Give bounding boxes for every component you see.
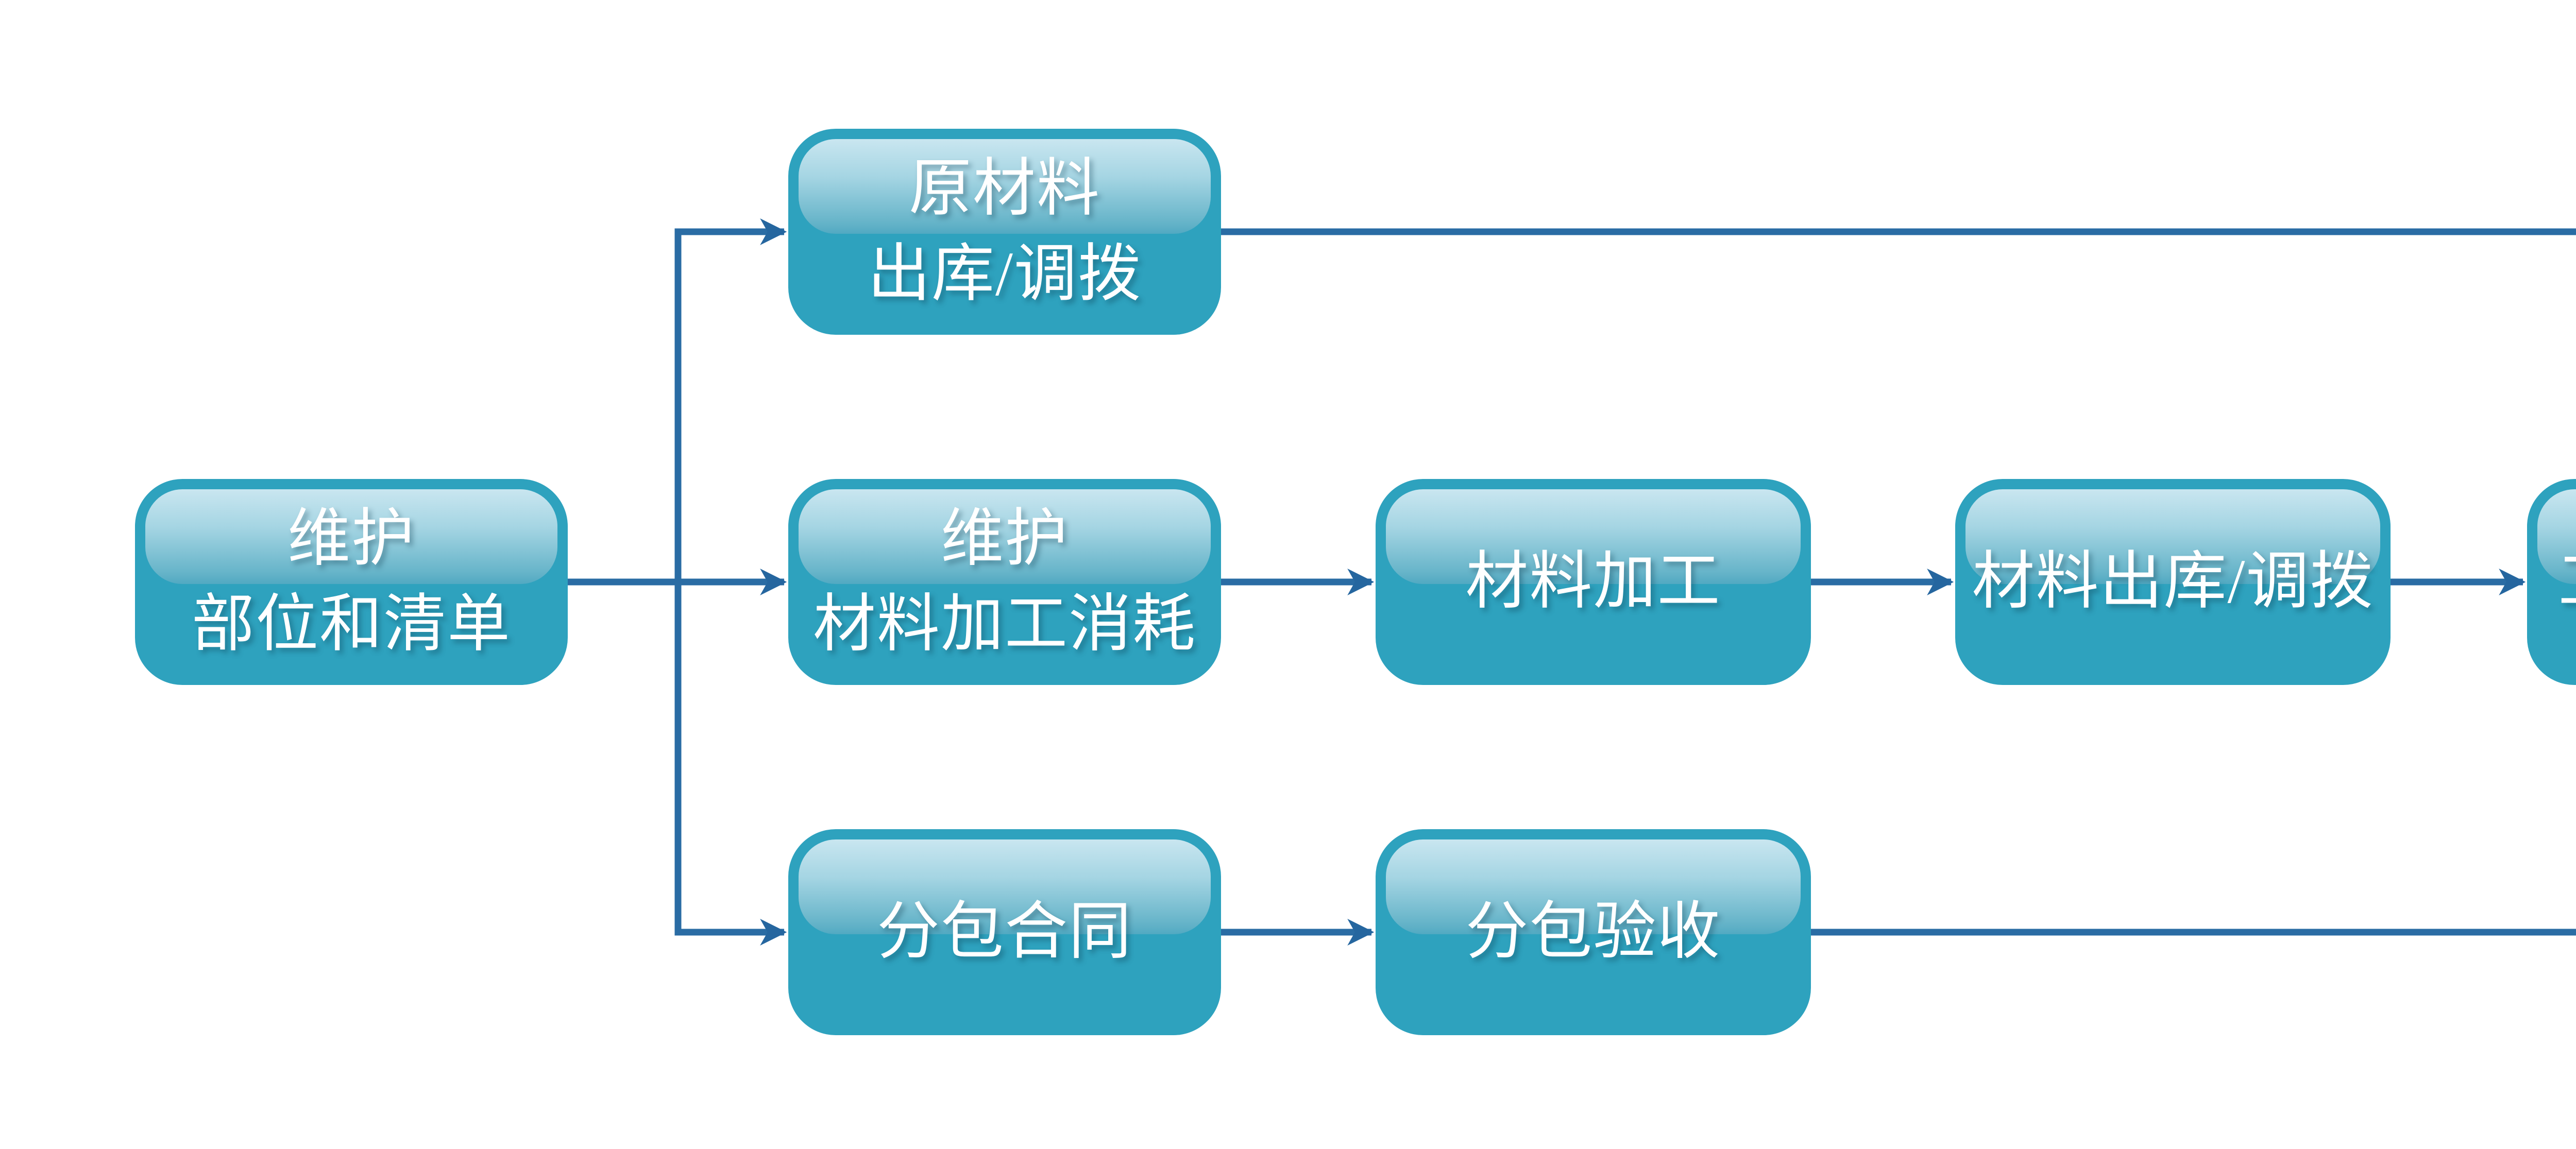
node-label: 工程进度分析: [2527, 479, 2576, 685]
node-label-line1: 材料加工: [1465, 547, 1721, 617]
node-gloss-highlight: [1386, 489, 1801, 584]
node-label: 原材料 出库/调拨: [788, 129, 1221, 335]
flow-node-subcontract-acceptance: 分包验收: [1376, 829, 1811, 1035]
node-label: 分包验收: [1376, 829, 1811, 1035]
node-gloss-highlight: [2537, 489, 2576, 584]
flow-node-subcontract-contract: 分包合同: [788, 829, 1221, 1035]
connector-parts-to-subcontract: [568, 578, 787, 946]
node-label-line2: 出库/调拨: [868, 239, 1142, 309]
node-label: 材料加工: [1376, 479, 1811, 685]
node-gloss-highlight: [1965, 489, 2380, 584]
node-gloss-highlight: [145, 489, 557, 584]
node-gloss-highlight: [799, 489, 1211, 584]
connector-acceptance-to-analysis: [1811, 929, 2576, 936]
flow-node-project-progress-analysis: 工程进度分析: [2527, 479, 2576, 685]
connector-raw-material-to-analysis: [1221, 228, 2576, 235]
node-label: 材料出库/调拨: [1955, 479, 2391, 685]
node-gloss-highlight: [799, 839, 1211, 934]
node-label-line1: 工程进度分析: [2558, 539, 2576, 625]
node-gloss-highlight: [799, 139, 1211, 234]
node-gloss-highlight: [1386, 839, 1801, 934]
node-label-line1: 分包合同: [877, 897, 1132, 967]
node-label-line1: 原材料: [909, 154, 1100, 224]
flow-node-material-processing: 材料加工: [1376, 479, 1811, 685]
node-label: 分包合同: [788, 829, 1221, 1035]
node-label-line1: 维护: [287, 504, 415, 574]
node-label: 维护 材料加工消耗: [788, 479, 1221, 685]
flow-node-material-outbound-transfer: 材料出库/调拨: [1955, 479, 2391, 685]
flow-node-raw-material-outbound-transfer: 原材料 出库/调拨: [788, 129, 1221, 335]
node-label-line2: 材料加工消耗: [813, 590, 1196, 659]
node-label-line1: 维护: [941, 504, 1069, 574]
node-label: 维护 部位和清单: [135, 479, 568, 685]
node-label-line1: 材料出库/调拨: [1972, 547, 2374, 617]
node-label-line2: 部位和清单: [192, 590, 511, 659]
node-label-line1: 分包验收: [1465, 897, 1721, 967]
flow-node-maintenance-material-processing-consumption: 维护 材料加工消耗: [788, 479, 1221, 685]
flow-node-maintenance-parts-and-list: 维护 部位和清单: [135, 479, 568, 685]
